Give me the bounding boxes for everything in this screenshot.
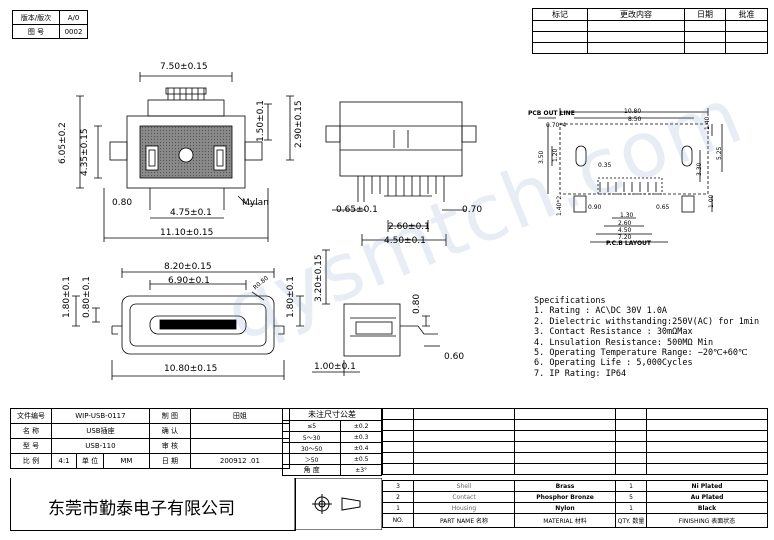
bom-row: 3 Shell Brass 1 Ni Plated	[382, 480, 768, 492]
pcb-d-right2: 5.25	[716, 146, 723, 160]
date-value: 200912 .01	[189, 453, 291, 469]
tol-range: ＞50	[281, 453, 342, 465]
spec-line: 2. Dielectric withstanding:250V(AC) for …	[534, 316, 760, 327]
pcb-d-720: 7.20	[618, 234, 632, 241]
tol-value: ±0.4	[340, 442, 382, 454]
pcb-d-left2: 1.20	[552, 148, 559, 162]
bom-header: NO. PART NAME 名称 MATERIAL 材料 QTY. 数量 FIN…	[382, 513, 768, 528]
dim-side-bottom: 4.50±0.1	[384, 236, 426, 246]
pcb-d-right4: 1.00	[708, 194, 715, 208]
dim-profile-height: 3.20±0.15	[314, 254, 324, 302]
info-table: 文件编号 WIP-USB-0117 制 图 田姐 名 称 USB插座 确 认 型…	[10, 408, 291, 469]
dim-side-right: 0.70	[462, 205, 483, 215]
date-label: 日 期	[148, 453, 191, 469]
pcb-d-090: 0.90	[588, 204, 602, 211]
title-block: 版本/版次 A/0 图 号 0002	[12, 10, 88, 39]
tol-value: ±3°	[340, 464, 382, 476]
spec-line: 5. Operating Temperature Range: −20℃+60℃	[534, 348, 748, 359]
draw-label: 制 图	[148, 408, 191, 424]
bom-table: 3 Shell Brass 1 Ni Plated 2 Contact Phos…	[382, 480, 768, 528]
specifications: Specifications 1. Rating : AC\DC 30V 1.0…	[534, 296, 759, 379]
dim-profile-b: 0.60	[444, 352, 465, 362]
company-box	[10, 478, 296, 531]
pcb-d-130: 1.30	[620, 212, 634, 219]
tol-range: 30～50	[281, 442, 342, 454]
dim-pitch-span: 4.75±0.1	[170, 208, 212, 218]
pcb-outline-title: PCB OUT LINE	[528, 110, 575, 117]
drawing-no-label: 图 号	[12, 24, 60, 39]
dim-front-h3: 1.80±0.1	[286, 276, 296, 318]
revision-table: 标记 更改内容 日期 批准	[532, 8, 768, 54]
dim-front-h2: 0.80±0.1	[82, 276, 92, 318]
dim-profile-l: 1.00±0.1	[314, 362, 356, 372]
tol-range: 角 度	[281, 464, 342, 476]
blank-grid	[382, 408, 768, 475]
dim-front-bottom: 10.80±0.15	[164, 364, 218, 374]
file-no-value: WIP-USB-0117	[51, 408, 150, 424]
confirm-label: 确 认	[148, 423, 191, 439]
unit-label: 单 位	[76, 453, 104, 469]
tolerance-title: 未注尺寸公差	[282, 408, 382, 421]
spec-line: 4. Lnsulation Resistance: 500MΩ Min	[534, 337, 714, 348]
review-label: 审 核	[148, 438, 191, 454]
pcb-d-035: 0.35	[598, 162, 612, 169]
dim-bottom-left: 0.80	[112, 198, 133, 208]
company-name: 东莞市勤泰电子有限公司	[48, 499, 235, 519]
spec-line: 7. IP Rating: IP64	[534, 368, 627, 379]
tolerance-table: 未注尺寸公差 ≤5±0.2 5～30±0.3 30～50±0.4 ＞50±0.5…	[281, 408, 382, 476]
drawing-no-value: 0002	[59, 24, 88, 39]
pcb-layout	[538, 108, 723, 243]
profile-view	[312, 249, 440, 376]
name-label: 名 称	[10, 423, 52, 439]
file-no-label: 文件编号	[10, 408, 52, 424]
dim-front-w1: 8.20±0.15	[164, 262, 212, 272]
tol-value: ±0.3	[340, 431, 382, 443]
draw-value: 田姐	[189, 408, 291, 424]
model-value: USB-110	[51, 438, 150, 454]
bom-row: 2 Contact Phosphor Bronze 5 Au Plated	[382, 491, 768, 503]
pcb-layout-title: P.C.B LAYOUT	[606, 240, 652, 247]
bom-row: 1 Housing Nylon 1 Black	[382, 502, 768, 514]
tol-value: ±0.2	[340, 420, 382, 432]
pcb-d-left3: 1.40*2	[556, 195, 563, 216]
dim-left-inner: 4.35±0.15	[80, 128, 90, 176]
spec-line: 6. Operating Life : 5,000Cycles	[534, 358, 693, 369]
pcb-d-260: 2.60	[618, 220, 632, 227]
dim-left-outer: 6.05±0.2	[58, 122, 68, 164]
dim-top-width: 7.50±0.15	[160, 62, 208, 72]
dim-right-a: 1.50±0.1	[256, 100, 266, 142]
dim-profile-thickness: 0.80	[412, 293, 422, 314]
pcb-d-hole: 0.70*4	[546, 122, 567, 129]
dim-side-left: 0.65±0.1	[336, 205, 378, 215]
pcb-d-065: 0.65	[656, 204, 670, 211]
dim-front-w2: 6.90±0.1	[168, 276, 210, 286]
model-label: 型 号	[10, 438, 52, 454]
dim-overall-width: 11.10±0.15	[160, 228, 214, 238]
pcb-d-top1: 10.80	[624, 108, 642, 115]
pcb-d-450: 4.50	[618, 227, 632, 234]
spec-title: Specifications	[534, 296, 606, 306]
top-view	[76, 72, 294, 242]
spec-line: 1. Rating : AC\DC 30V 1.0A	[534, 306, 668, 317]
pcb-d-right1: 1.40	[704, 116, 711, 130]
pcb-d-left1: 3.50	[538, 150, 545, 164]
technical-drawing	[72, 72, 723, 380]
tol-value: ±0.5	[340, 453, 382, 465]
scale-value: 4:1	[51, 453, 77, 469]
front-view	[72, 268, 304, 380]
dim-side-mid: 2.60±0.1	[388, 222, 430, 232]
name-value: USB插座	[51, 423, 150, 439]
spec-line: 3. Contact Resistance : 30mΩMax	[534, 327, 693, 338]
pcb-d-right3: 3.30	[696, 162, 703, 176]
unit-value: MM	[103, 453, 150, 469]
tol-range: 5～30	[281, 431, 342, 443]
dim-right-b: 2.90±0.15	[294, 100, 304, 148]
projection-symbol-icon	[294, 478, 382, 530]
tol-range: ≤5	[281, 420, 342, 432]
dim-front-h1: 1.80±0.1	[62, 276, 72, 318]
scale-label: 比 例	[10, 453, 52, 469]
side-view	[325, 101, 477, 246]
pcb-d-top2: 8.50	[628, 116, 642, 123]
dim-nylon-label: Mylan	[242, 198, 269, 208]
